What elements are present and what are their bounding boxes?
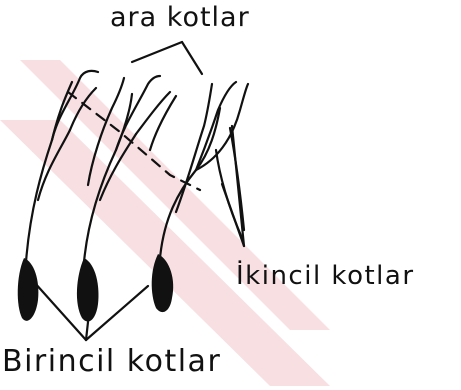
bulb-2	[77, 258, 99, 322]
ara-pointers	[132, 42, 202, 74]
bulb-1	[18, 258, 39, 321]
label-ara-kotlar: ara kotlar	[110, 2, 250, 33]
watermark	[0, 60, 330, 386]
label-birincil-kotlar: Birincil kotlar	[2, 344, 221, 379]
label-ikincil-kotlar: İkincil kotlar	[236, 261, 415, 291]
